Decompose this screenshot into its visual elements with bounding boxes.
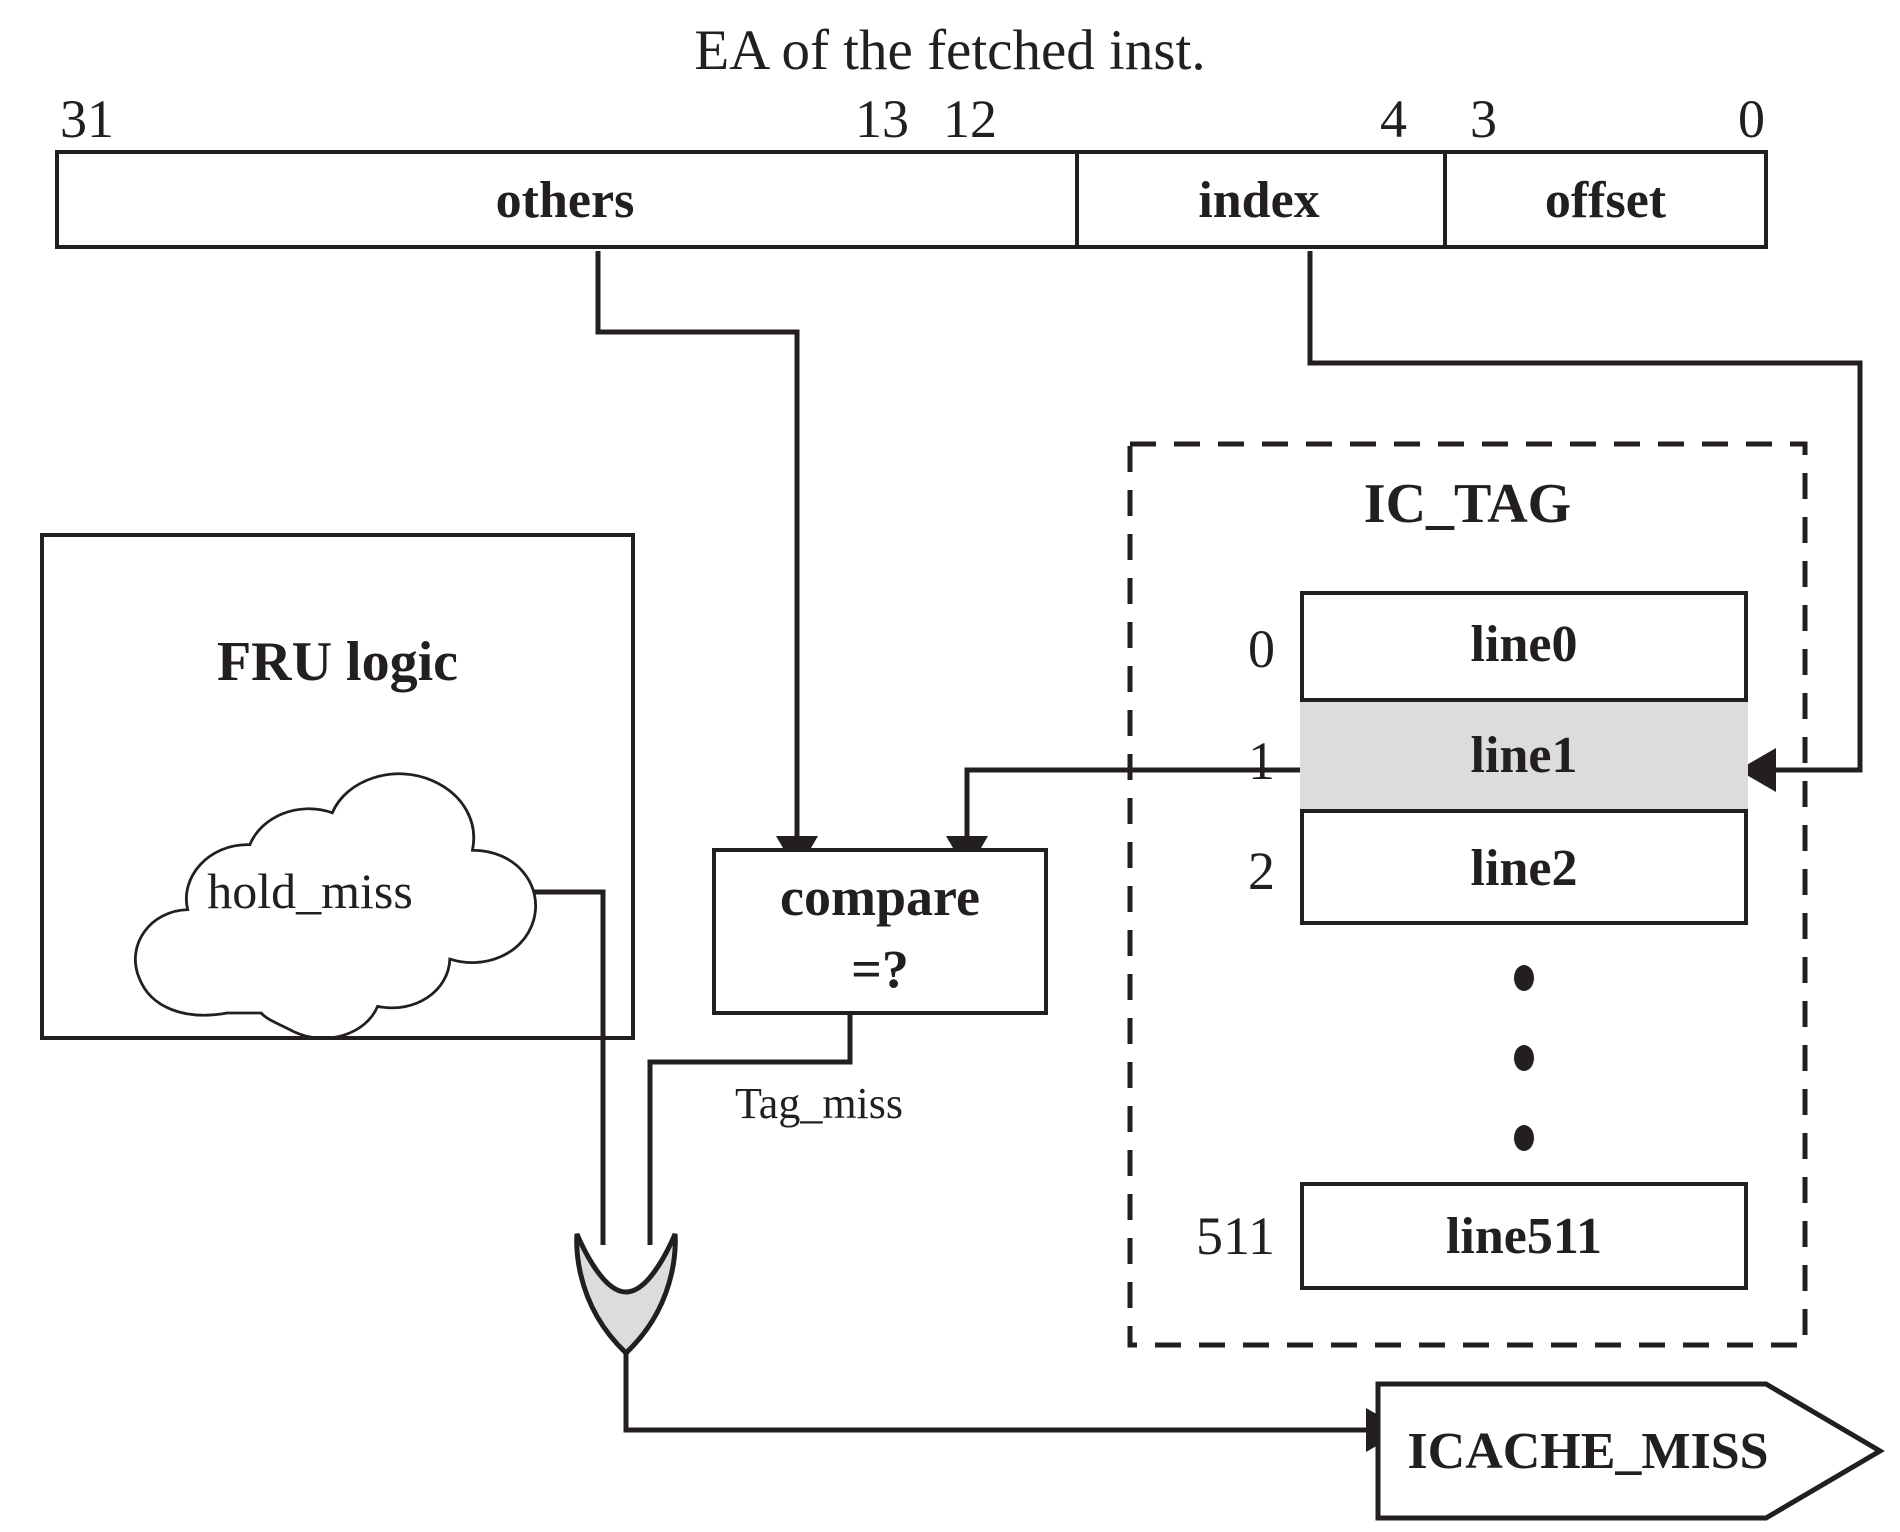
bit-label-0: 0 xyxy=(1738,89,1765,149)
ic-tag-index-0: 0 xyxy=(1248,619,1275,679)
address-divider-offset xyxy=(1443,150,1447,249)
ic-tag-title: IC_TAG xyxy=(1363,473,1572,535)
address-field-others: others xyxy=(495,172,635,229)
wire-line1-to-compare xyxy=(964,767,1300,838)
fru-logic-box xyxy=(40,533,635,1040)
ic-tag-index-511: 511 xyxy=(1196,1206,1275,1266)
page-title: EA of the fetched inst. xyxy=(694,19,1206,82)
address-field-box xyxy=(55,150,1768,249)
compare-label: compare xyxy=(780,867,980,927)
compare-box xyxy=(712,848,1048,1015)
or-gate xyxy=(574,1233,678,1357)
vertical-ellipsis xyxy=(1514,965,1534,1151)
fru-logic-title: FRU logic xyxy=(216,631,459,693)
ic-tag-row-line511[interactable]: line511 xyxy=(1300,1182,1748,1290)
ic-tag-index-2: 2 xyxy=(1248,841,1275,901)
bit-label-31: 31 xyxy=(60,89,114,149)
ic-tag-row-line1[interactable]: line1 xyxy=(1300,702,1748,813)
ic-tag-row-line2[interactable]: line2 xyxy=(1470,840,1578,897)
bit-label-4: 4 xyxy=(1380,89,1407,149)
bit-label-3: 3 xyxy=(1470,89,1497,149)
ic-tag-dashed-boundary xyxy=(1127,441,1808,1348)
wire-others-to-compare xyxy=(595,251,800,838)
icache-miss-label: ICACHE_MISS xyxy=(1407,1423,1769,1480)
bit-label-13: 13 xyxy=(855,89,909,149)
hold-miss-label: hold_miss xyxy=(207,863,413,919)
tag-miss-label: Tag_miss xyxy=(735,1079,904,1128)
address-field-offset: offset xyxy=(1544,172,1667,229)
wire-tagmiss-to-or xyxy=(647,1015,853,1245)
address-divider-index xyxy=(1075,150,1079,249)
ic-tag-row-line0[interactable]: line0 xyxy=(1300,591,1748,702)
wire-index-to-ictag xyxy=(1307,251,1863,773)
bit-label-12: 12 xyxy=(943,89,997,149)
address-field-index: index xyxy=(1198,172,1320,229)
hold-miss-cloud xyxy=(133,772,537,1040)
compare-equals-label: =? xyxy=(851,939,909,999)
icache-miss-arrow-shape xyxy=(1375,1381,1885,1521)
wire-or-to-icache-miss xyxy=(623,1353,1368,1433)
arrowhead-index-line1 xyxy=(1738,748,1776,792)
ic-tag-index-1: 1 xyxy=(1248,731,1275,791)
